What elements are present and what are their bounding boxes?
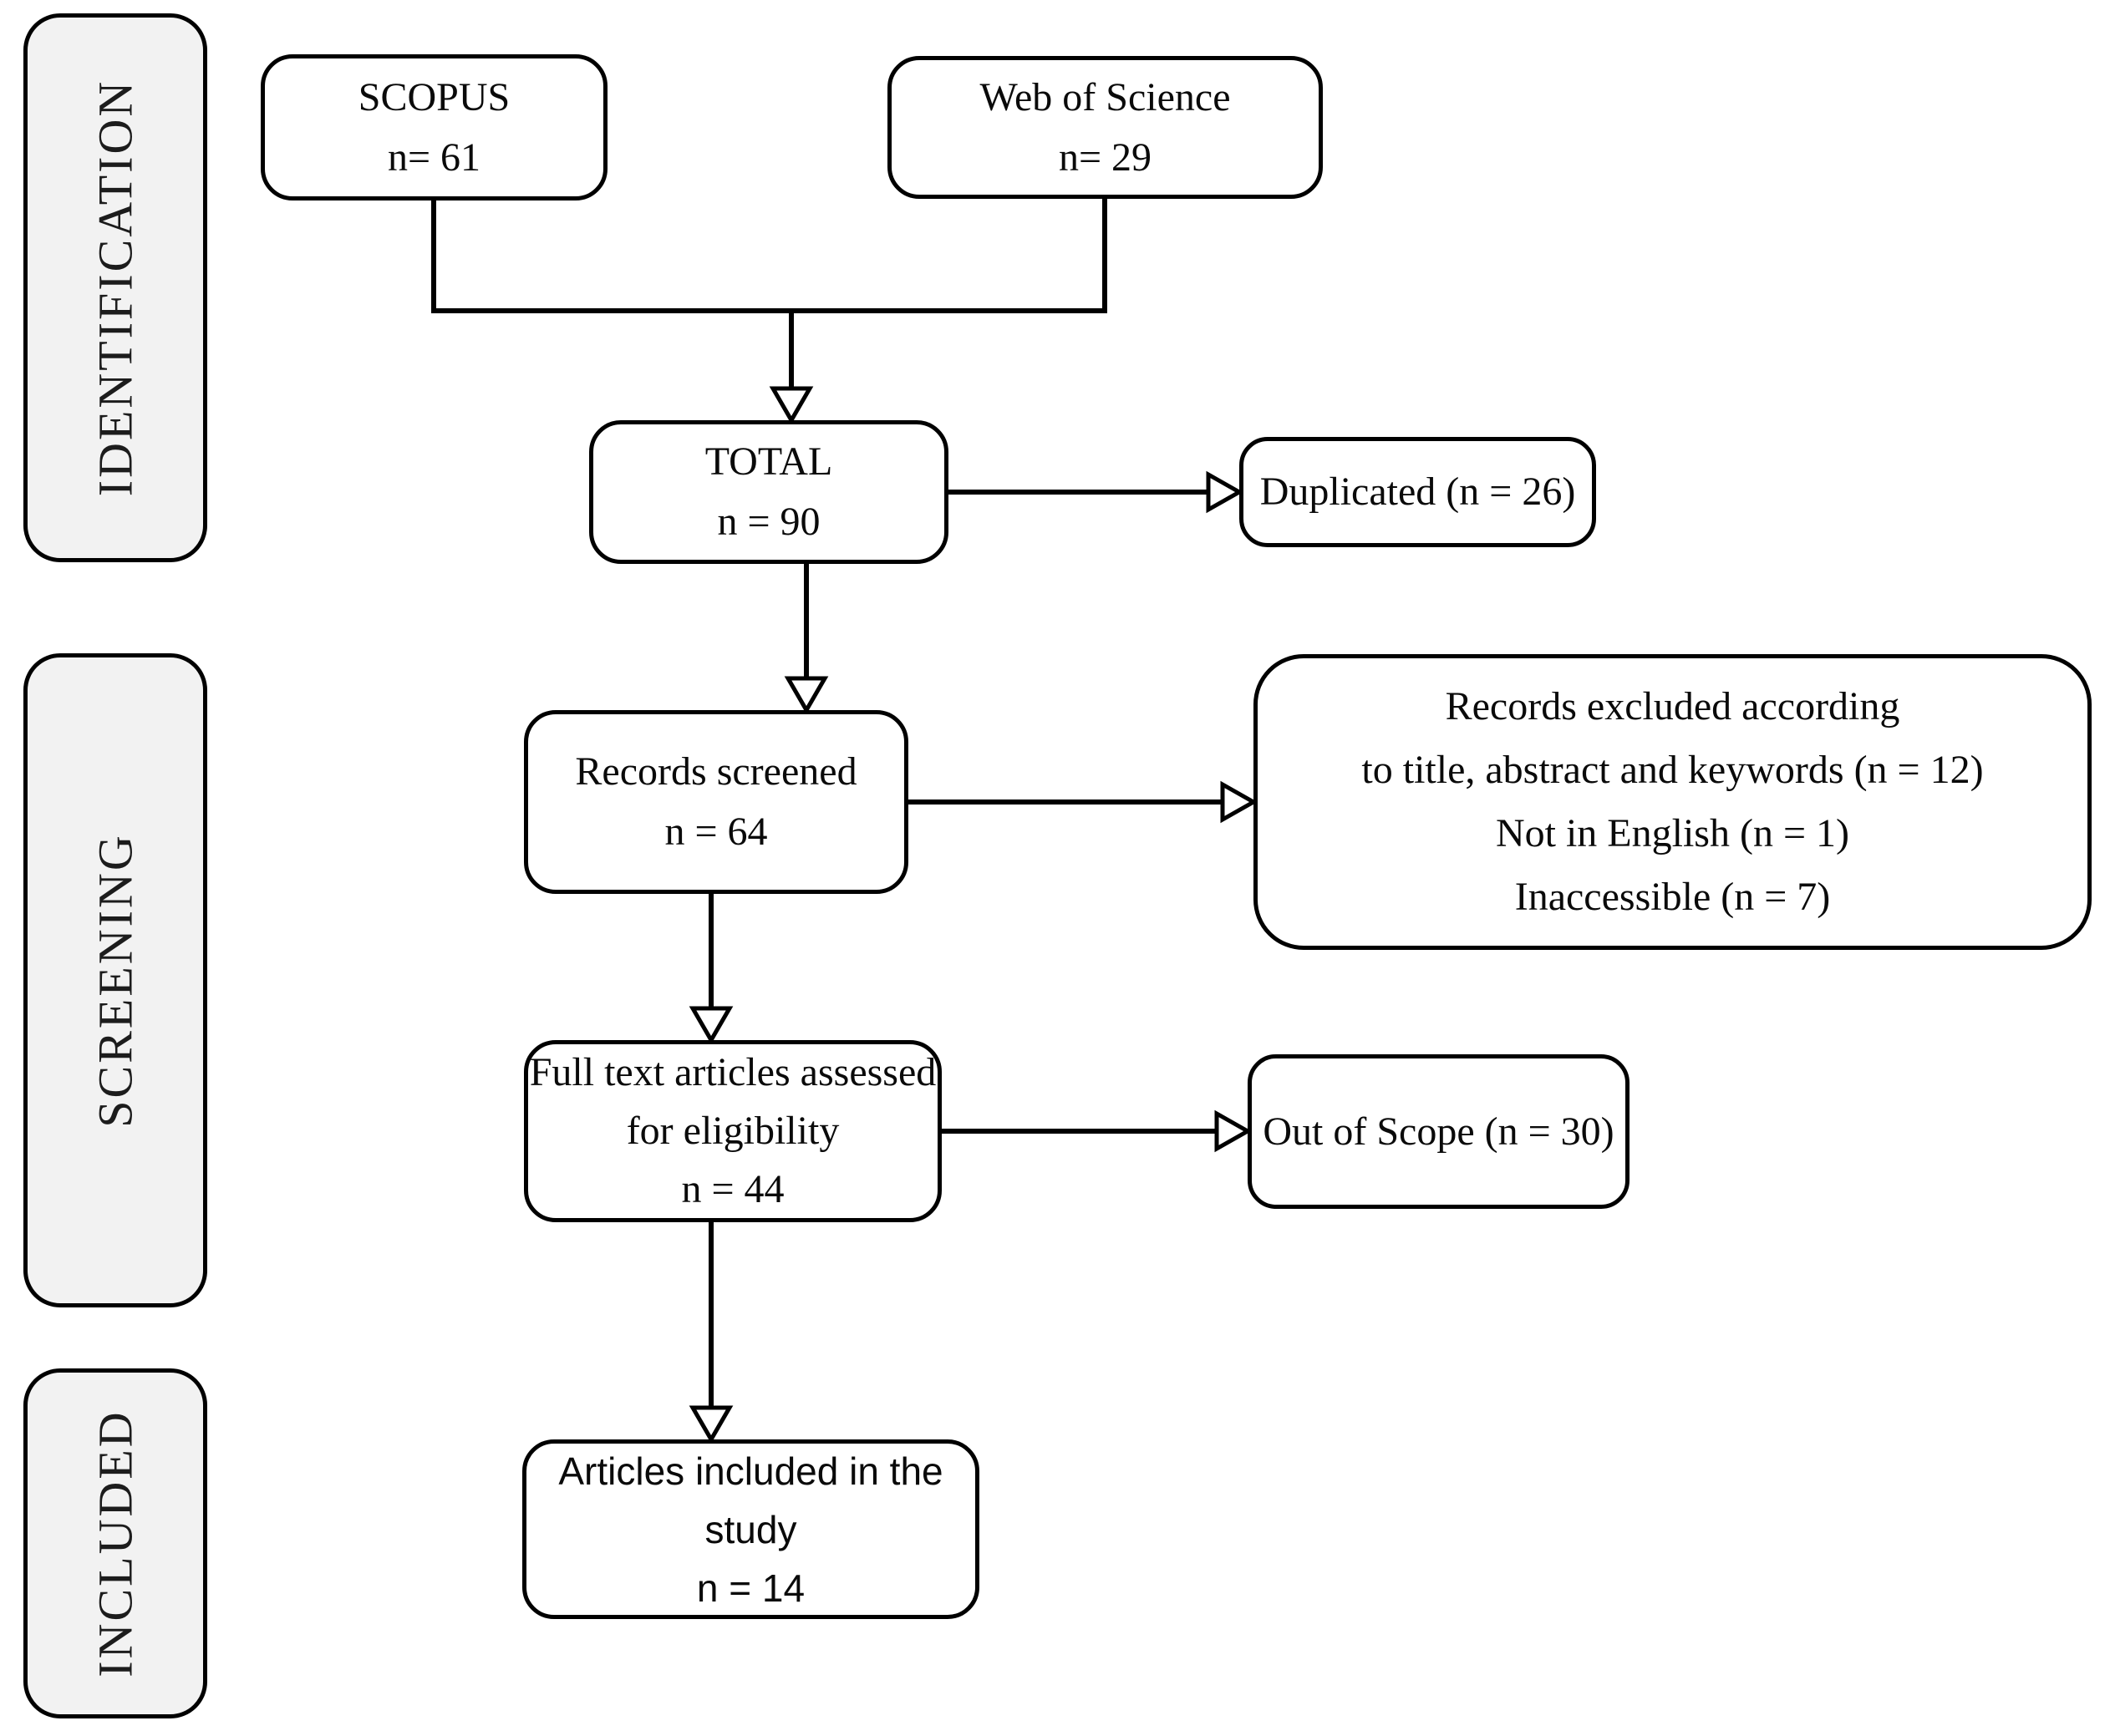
arrowhead-right-icon — [1206, 470, 1244, 514]
wos-count: n= 29 — [1058, 135, 1152, 180]
total-label: TOTAL — [704, 439, 833, 484]
scopus-count: n= 61 — [387, 135, 481, 180]
fulltext-count: n = 44 — [681, 1167, 785, 1211]
box-total: TOTAL n = 90 — [589, 420, 948, 564]
arrowhead-down-icon — [689, 1006, 734, 1044]
arrowhead-down-icon — [784, 676, 829, 714]
outofscope-label: Out of Scope (n = 30) — [1263, 1109, 1614, 1154]
box-out-of-scope: Out of Scope (n = 30) — [1248, 1054, 1630, 1209]
section-label-screening: SCREENING — [88, 833, 143, 1128]
included-label-line-2: study — [704, 1507, 797, 1551]
total-count: n = 90 — [717, 500, 821, 544]
excluded-reason-line-3: Not in English (n = 1) — [1495, 811, 1850, 855]
scopus-source-label: SCOPUS — [358, 74, 511, 119]
excluded-reason-line-1: Records excluded according — [1445, 684, 1900, 728]
duplicated-label: Duplicated (n = 26) — [1259, 470, 1576, 514]
section-label-included: INCLUDED — [88, 1409, 143, 1678]
arrowhead-down-icon — [769, 386, 814, 424]
screened-label: Records screened — [575, 749, 857, 794]
fulltext-label-line-1: Full text articles assessed — [529, 1050, 937, 1094]
section-box-identification: IDENTIFICATION — [23, 13, 207, 562]
box-fulltext-assessed: Full text articles assessed for eligibil… — [524, 1040, 942, 1222]
arrowhead-right-icon — [1220, 780, 1258, 824]
box-web-of-science: Web of Science n= 29 — [887, 56, 1323, 199]
box-records-excluded: Records excluded according to title, abs… — [1253, 654, 2092, 950]
wos-source-label: Web of Science — [979, 74, 1231, 119]
arrowhead-down-icon — [689, 1405, 734, 1444]
box-records-screened: Records screened n = 64 — [524, 710, 908, 894]
included-count: n = 14 — [696, 1566, 806, 1610]
included-label-line-1: Articles included in the — [558, 1449, 943, 1493]
box-duplicated: Duplicated (n = 26) — [1239, 437, 1596, 547]
excluded-reason-line-2: to title, abstract and keywords (n = 12) — [1361, 748, 1984, 792]
box-scopus: SCOPUS n= 61 — [261, 54, 608, 201]
arrowhead-right-icon — [1214, 1109, 1253, 1153]
excluded-reason-line-4: Inaccessible (n = 7) — [1514, 875, 1831, 919]
section-box-screening: SCREENING — [23, 653, 207, 1307]
fulltext-label-line-2: for eligibility — [626, 1109, 840, 1153]
screened-count: n = 64 — [664, 810, 768, 854]
section-box-included: INCLUDED — [23, 1368, 207, 1718]
box-articles-included: Articles included in the study n = 14 — [522, 1439, 979, 1619]
section-label-identification: IDENTIFICATION — [88, 79, 143, 497]
